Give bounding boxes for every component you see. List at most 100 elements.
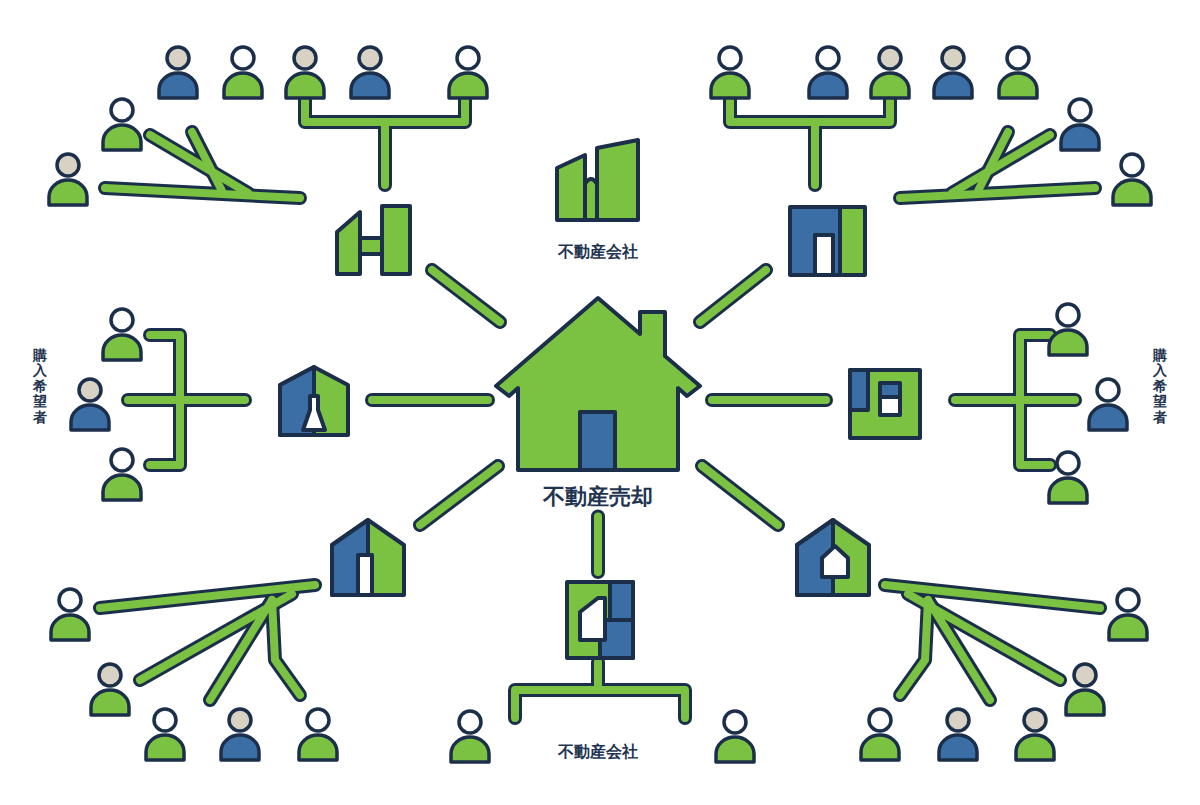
pipe-line <box>811 122 819 185</box>
person-body <box>91 690 129 715</box>
person-body <box>1089 405 1127 430</box>
person-icon <box>51 589 89 640</box>
person-icon <box>1089 379 1127 430</box>
person-head <box>59 589 81 611</box>
person-icon <box>934 47 972 98</box>
pipe-line <box>192 132 222 191</box>
person-body <box>146 735 184 760</box>
person-icon <box>711 47 749 98</box>
person-icon <box>939 709 977 760</box>
person-head <box>99 664 121 686</box>
pipe-line <box>381 122 389 185</box>
person-icon <box>1113 154 1151 205</box>
person-icon <box>91 664 129 715</box>
person-head <box>79 379 101 401</box>
person-body <box>103 475 141 500</box>
person-head <box>57 154 79 176</box>
group-label: 購入希望者 <box>1153 348 1167 425</box>
pipe-line <box>928 600 990 700</box>
pipe-line <box>712 393 826 407</box>
company-icon <box>567 582 633 658</box>
pipe-line <box>272 600 300 695</box>
person-body <box>934 73 972 98</box>
person-body <box>999 73 1037 98</box>
person-body <box>1109 615 1147 640</box>
pipe-line <box>712 396 826 404</box>
person-head <box>111 449 133 471</box>
person-body <box>71 405 109 430</box>
pipe-line <box>955 396 1075 404</box>
person-body <box>103 335 141 360</box>
node-label: 不動産売却 <box>543 484 653 510</box>
person-icon <box>221 709 259 760</box>
person-icon <box>861 709 899 760</box>
person-body <box>809 73 847 98</box>
person-icon <box>103 99 141 150</box>
person-body <box>1061 125 1099 150</box>
pipe-line <box>978 132 1008 191</box>
person-icon <box>1109 589 1147 640</box>
person-icon <box>716 711 754 762</box>
person-head <box>232 47 254 69</box>
pipe-line <box>928 600 990 700</box>
pipe-line <box>272 600 300 695</box>
person-icon <box>351 47 389 98</box>
pipe-line <box>515 690 685 718</box>
person-body <box>716 737 754 762</box>
person-icon <box>49 154 87 205</box>
person-head <box>457 47 479 69</box>
pipe-line <box>105 188 300 198</box>
person-icon <box>299 709 337 760</box>
connector-outline <box>591 516 605 572</box>
person-body <box>449 73 487 98</box>
person-icon <box>71 379 109 430</box>
person-head <box>229 709 251 731</box>
person-body <box>103 125 141 150</box>
person-icon <box>146 709 184 760</box>
person-head <box>719 47 741 69</box>
person-head <box>1097 379 1119 401</box>
group-label: 購入希望者 <box>33 348 47 425</box>
person-body <box>224 73 262 98</box>
pipe-line <box>432 270 500 322</box>
pipe-line <box>128 393 245 407</box>
person-icon <box>103 309 141 360</box>
person-body <box>861 735 899 760</box>
person-icon <box>871 47 909 98</box>
sale-node: 不動産売却 <box>488 290 708 514</box>
person-icon <box>1066 664 1104 715</box>
person-head <box>942 47 964 69</box>
person-body <box>939 735 977 760</box>
pipe-line <box>955 393 1075 407</box>
person-body <box>351 73 389 98</box>
pipe-line <box>515 690 685 718</box>
person-head <box>724 711 746 733</box>
person-body <box>451 737 489 762</box>
person-icon <box>224 47 262 98</box>
person-body <box>1049 478 1087 503</box>
pipe-line <box>700 270 766 322</box>
person-head <box>111 99 133 121</box>
company-icon <box>557 140 638 220</box>
person-head <box>154 709 176 731</box>
person-icon <box>999 47 1037 98</box>
pipe-line <box>372 393 488 407</box>
house-icon <box>496 298 700 470</box>
person-body <box>711 73 749 98</box>
person-body <box>221 735 259 760</box>
company-icon <box>332 520 404 595</box>
person-head <box>459 711 481 733</box>
person-icon <box>286 47 324 98</box>
pipe-line <box>432 270 500 322</box>
pipe-line <box>808 122 822 185</box>
person-head <box>1069 99 1091 121</box>
person-head <box>1057 304 1079 326</box>
company-icon <box>850 370 920 438</box>
person-body <box>1113 180 1151 205</box>
person-icon <box>103 449 141 500</box>
pipe-line <box>900 600 928 695</box>
person-head <box>1074 664 1096 686</box>
pipe-line <box>700 270 766 322</box>
company-icon <box>797 520 869 595</box>
company-icon <box>790 207 865 275</box>
